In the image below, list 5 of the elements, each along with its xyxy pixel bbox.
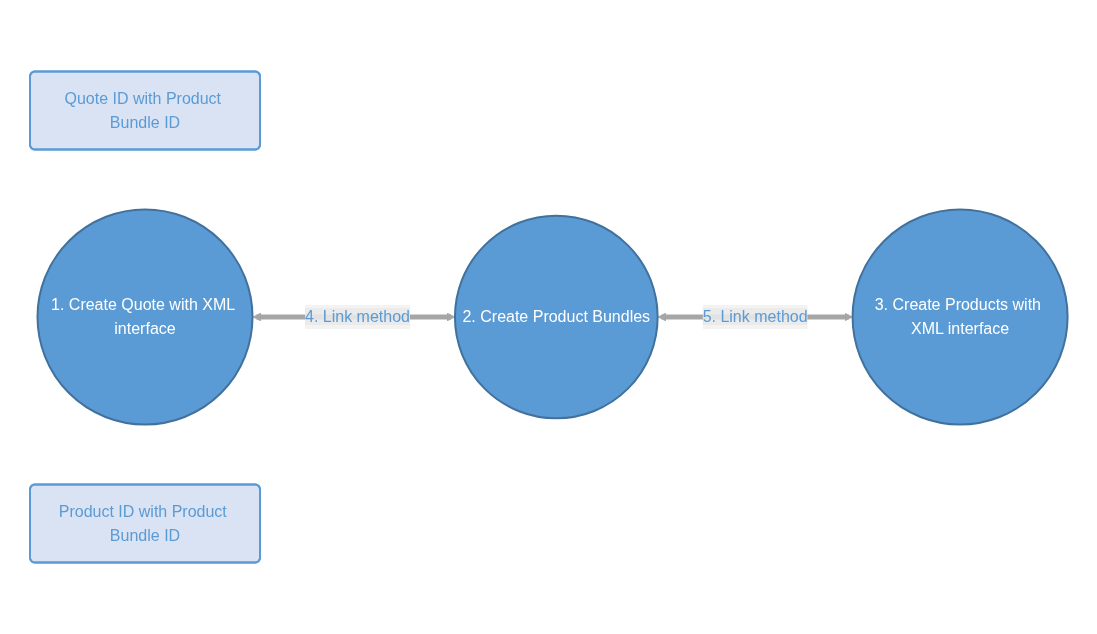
edge-label: 4. Link method [304, 308, 410, 325]
node-circle: 1. Create Quote with XML interface [36, 208, 254, 426]
node-circle: 2. Create Product Bundles [453, 214, 659, 420]
edge-label: 5. Link method [702, 308, 808, 325]
node-circle: 3. Create Products with XML interface [851, 208, 1069, 426]
